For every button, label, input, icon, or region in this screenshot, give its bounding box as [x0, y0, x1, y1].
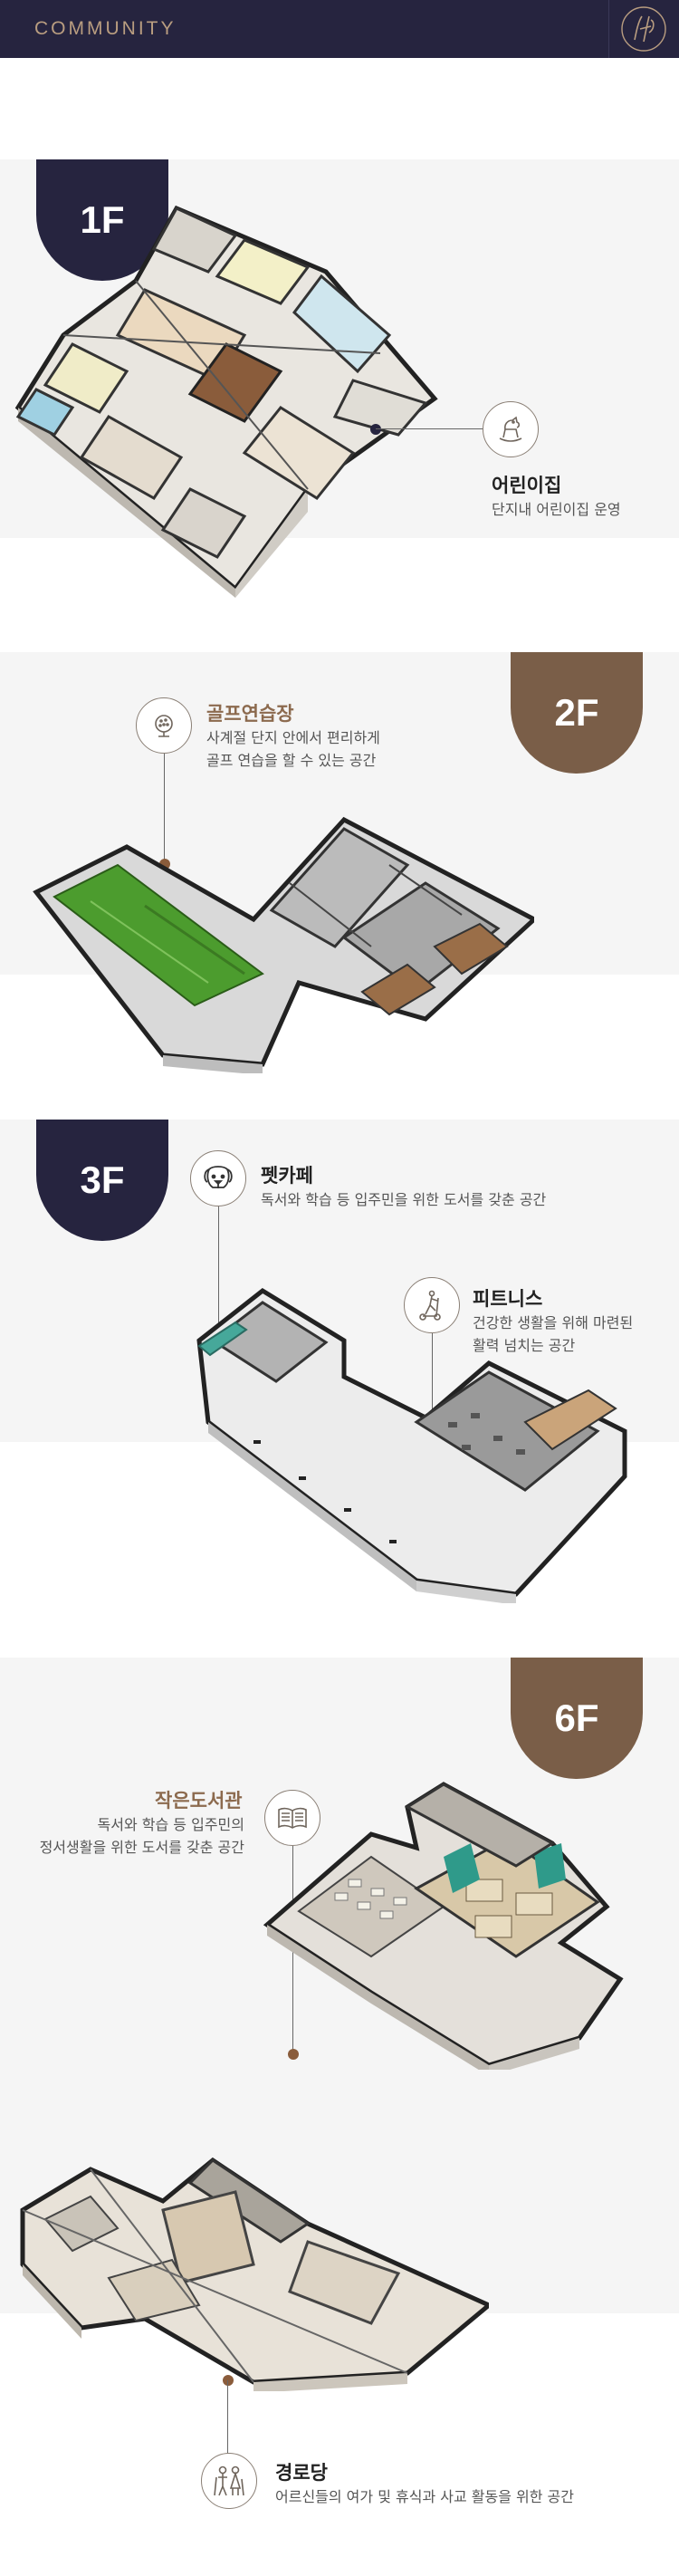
floor-badge-2f: 2F — [511, 652, 643, 774]
leader-dot — [288, 2049, 299, 2060]
floor-plan-3f — [196, 1287, 627, 1603]
leader-line — [218, 1206, 219, 1341]
feature-title-golf: 골프연습장 — [206, 703, 294, 725]
feature-title-senior-center: 경로당 — [275, 2462, 328, 2484]
leader-line — [164, 754, 165, 860]
feature-title-daycare: 어린이집 — [492, 475, 562, 496]
feature-desc-library-line2: 정서생활을 위한 도서를 갖춘 공간 — [39, 1839, 244, 1856]
dog-icon — [190, 1150, 246, 1206]
leader-dot — [223, 2375, 234, 2386]
monogram-logo-icon[interactable] — [608, 0, 679, 58]
floor-badge-3f: 3F — [36, 1120, 168, 1241]
feature-desc-library-line1: 독서와 학습 등 입주민의 — [97, 1816, 244, 1833]
golf-ball-icon — [136, 697, 192, 754]
floor-plan-6f-upper — [263, 1782, 624, 2070]
header-bar: COMMUNITY — [0, 0, 679, 58]
leader-line — [227, 2380, 228, 2462]
feature-desc-petcafe: 독서와 학습 등 입주민을 위한 도서를 갖춘 공간 — [261, 1191, 547, 1208]
feature-desc-golf-line2: 골프 연습을 할 수 있는 공간 — [206, 752, 377, 769]
feature-desc-senior-center: 어르신들의 여가 및 휴식과 사교 활동을 위한 공간 — [275, 2488, 575, 2505]
feature-title-library: 작은도서관 — [155, 1790, 243, 1812]
floor-badge-6f: 6F — [511, 1658, 643, 1779]
feature-title-fitness: 피트니스 — [473, 1288, 543, 1310]
feature-desc-golf-line1: 사계절 단지 안에서 편리하게 — [206, 729, 380, 746]
floor-plan-1f — [14, 205, 438, 598]
leader-dot — [370, 424, 381, 435]
open-book-icon — [264, 1790, 320, 1846]
elderly-couple-icon — [201, 2453, 257, 2509]
page-title: COMMUNITY — [34, 18, 177, 39]
rocking-horse-icon — [483, 401, 539, 457]
scooter-icon — [404, 1277, 460, 1333]
leader-line — [376, 428, 483, 429]
feature-desc-fitness-line1: 건강한 생활을 위해 마련된 — [473, 1314, 634, 1331]
floor-plan-2f — [33, 816, 534, 1073]
feature-desc-daycare: 단지내 어린이집 운영 — [492, 501, 621, 518]
feature-title-petcafe: 펫카페 — [261, 1165, 313, 1187]
feature-desc-fitness-line2: 활력 넘치는 공간 — [473, 1337, 576, 1354]
floor-plan-6f-lower — [20, 2157, 489, 2391]
leader-line — [432, 1333, 433, 1449]
